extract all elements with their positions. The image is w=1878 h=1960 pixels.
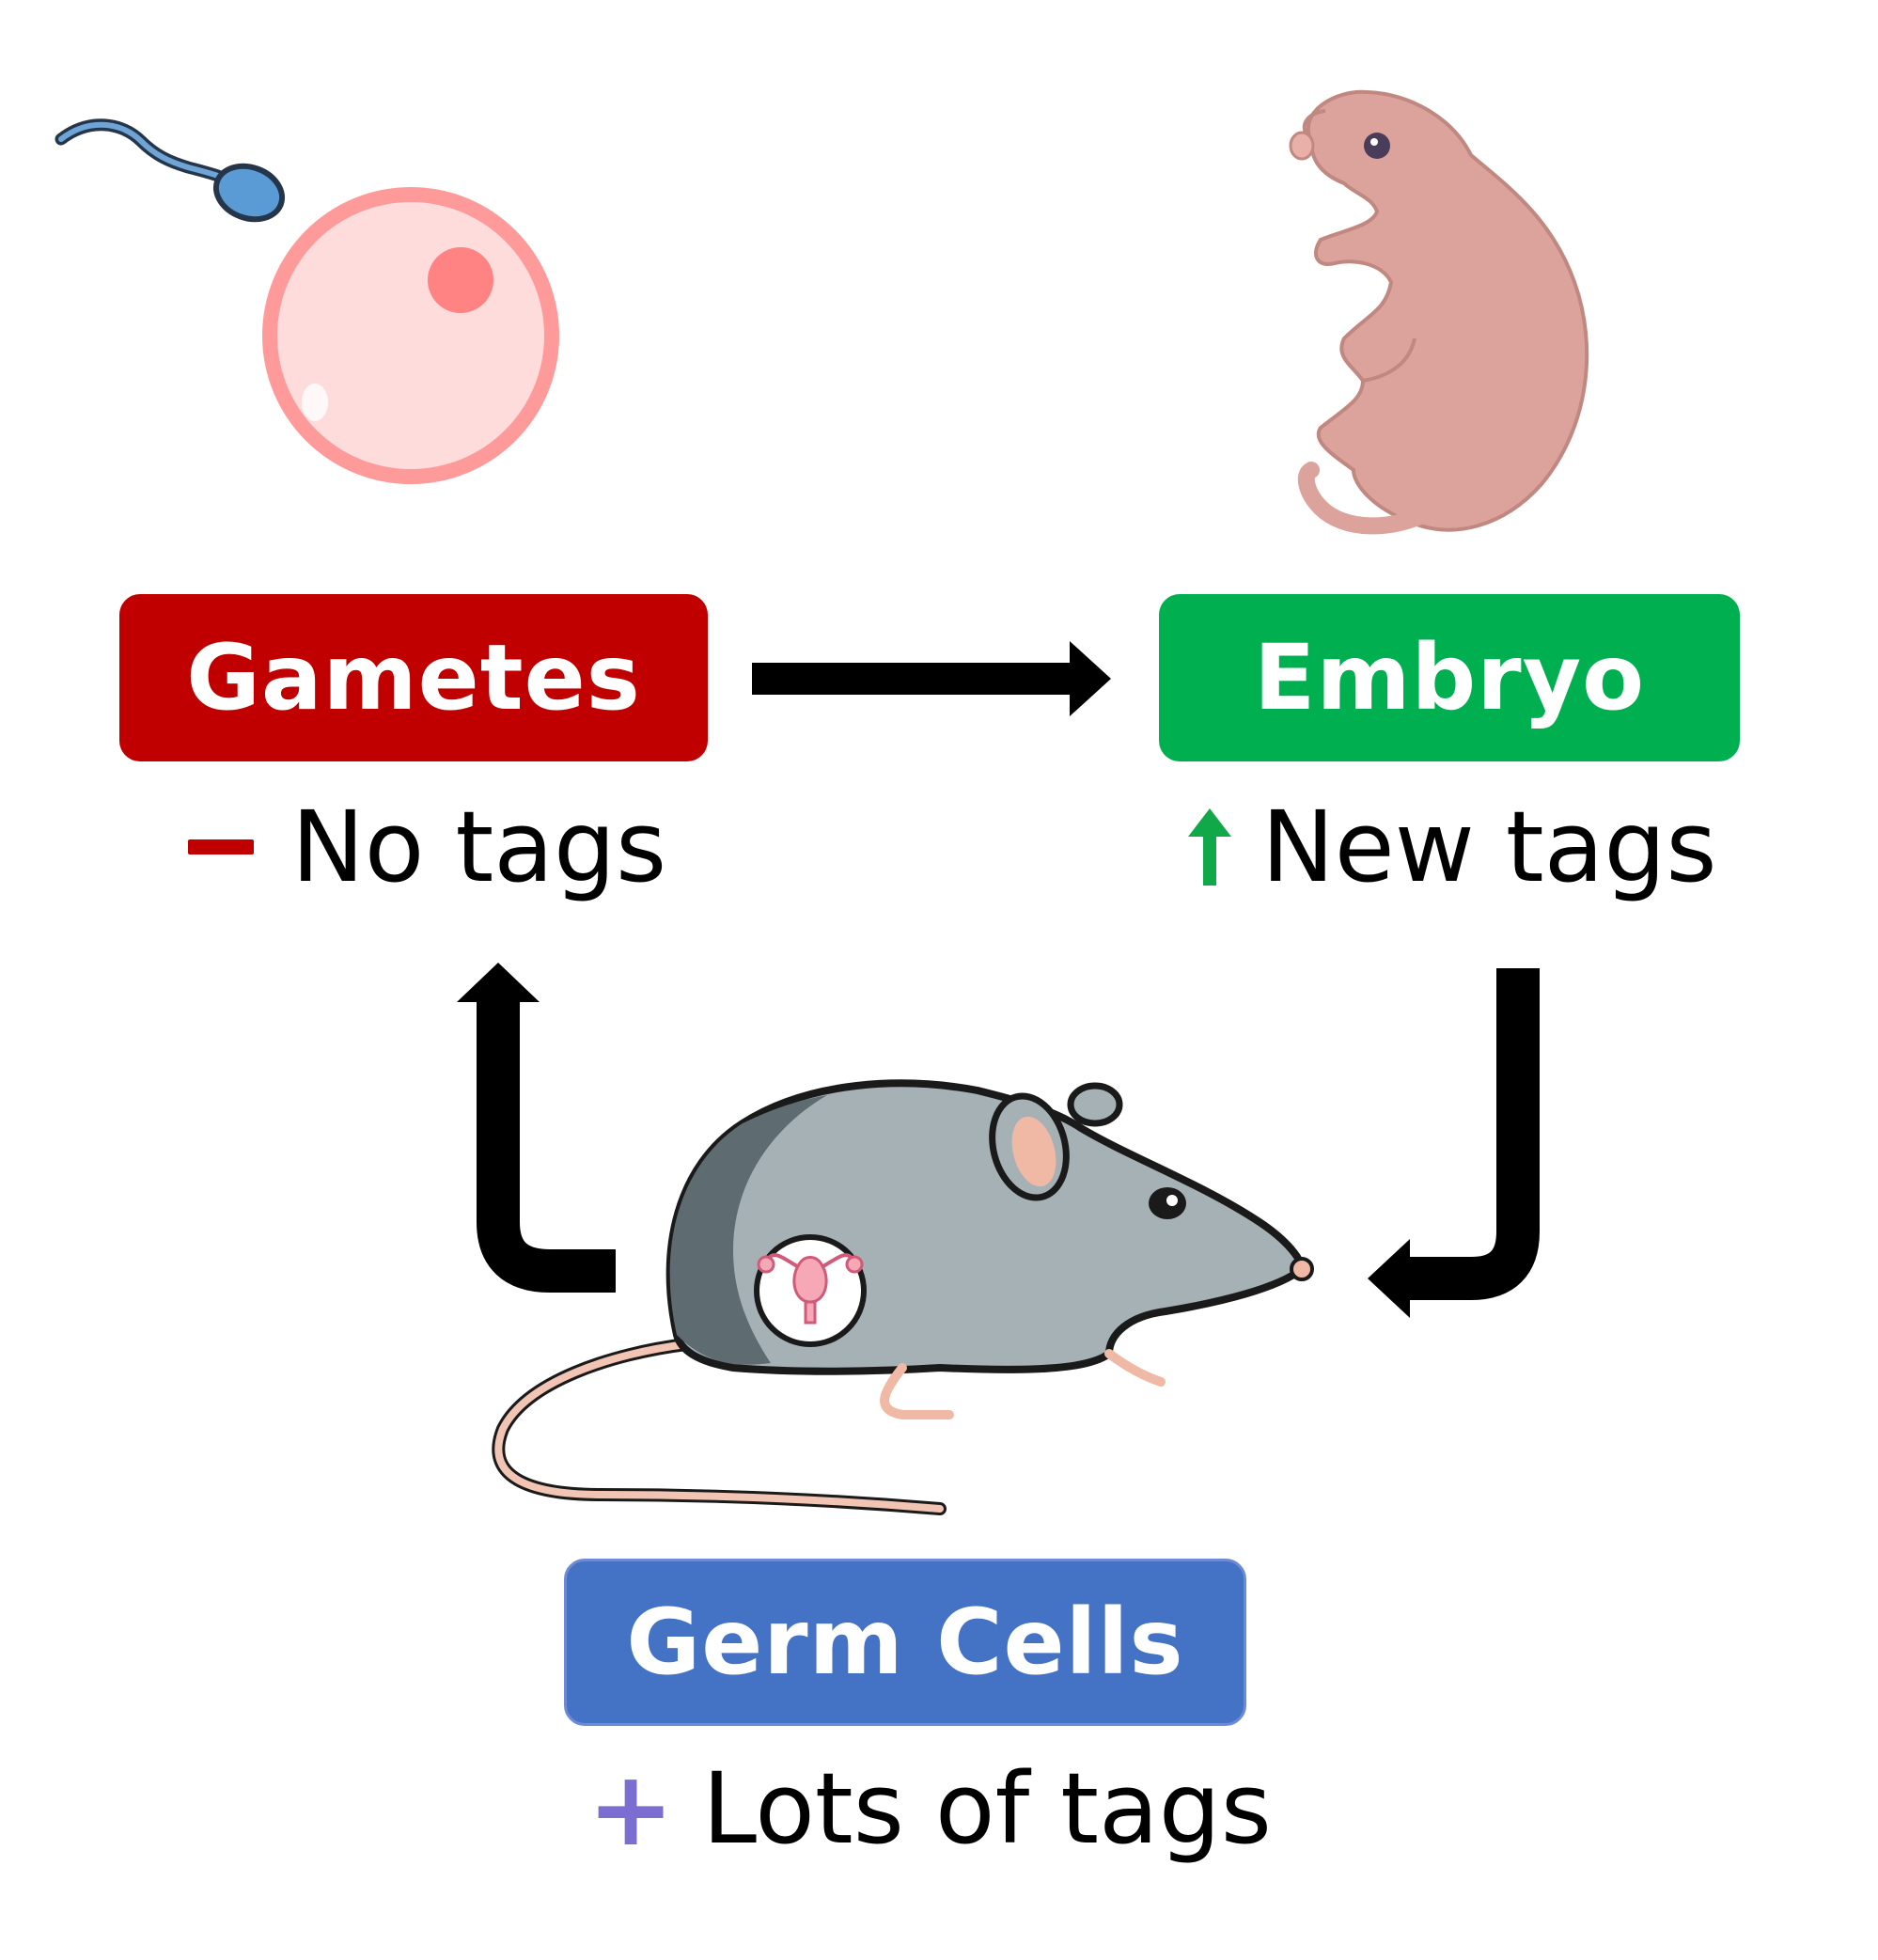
- gametes-label-box: Gametes: [119, 594, 708, 761]
- arrow-germ-cells-to-gametes: [457, 963, 616, 1293]
- arrow-embryo-to-germ-cells: [1368, 968, 1540, 1318]
- embryo-caption-text: New tags: [1261, 790, 1717, 904]
- up-arrow-icon: [1188, 808, 1231, 886]
- gametes-label: Gametes: [186, 625, 641, 730]
- egg-cell-icon: [262, 187, 559, 484]
- germ-cells-label: Germ Cells: [626, 1590, 1184, 1695]
- germ-cells-caption: + Lots of tags: [587, 1748, 1272, 1869]
- adult-mouse-icon: [492, 1079, 1314, 1515]
- gametes-caption: No tags: [188, 790, 666, 904]
- plus-icon: +: [587, 1748, 675, 1869]
- germ-cells-caption-text: Lots of tags: [702, 1751, 1272, 1866]
- germ-cells-label-box: Germ Cells: [564, 1559, 1246, 1726]
- sperm-icon: [55, 118, 286, 223]
- gametes-caption-text: No tags: [291, 790, 667, 904]
- mouse-pup-icon: [1289, 89, 1589, 535]
- arrow-gametes-to-embryo: [752, 641, 1111, 716]
- embryo-label-box: Embryo: [1159, 594, 1740, 761]
- embryo-label: Embryo: [1253, 625, 1646, 730]
- minus-icon: [188, 839, 254, 855]
- embryo-caption: New tags: [1186, 790, 1717, 904]
- uterus-icon: [757, 1253, 864, 1325]
